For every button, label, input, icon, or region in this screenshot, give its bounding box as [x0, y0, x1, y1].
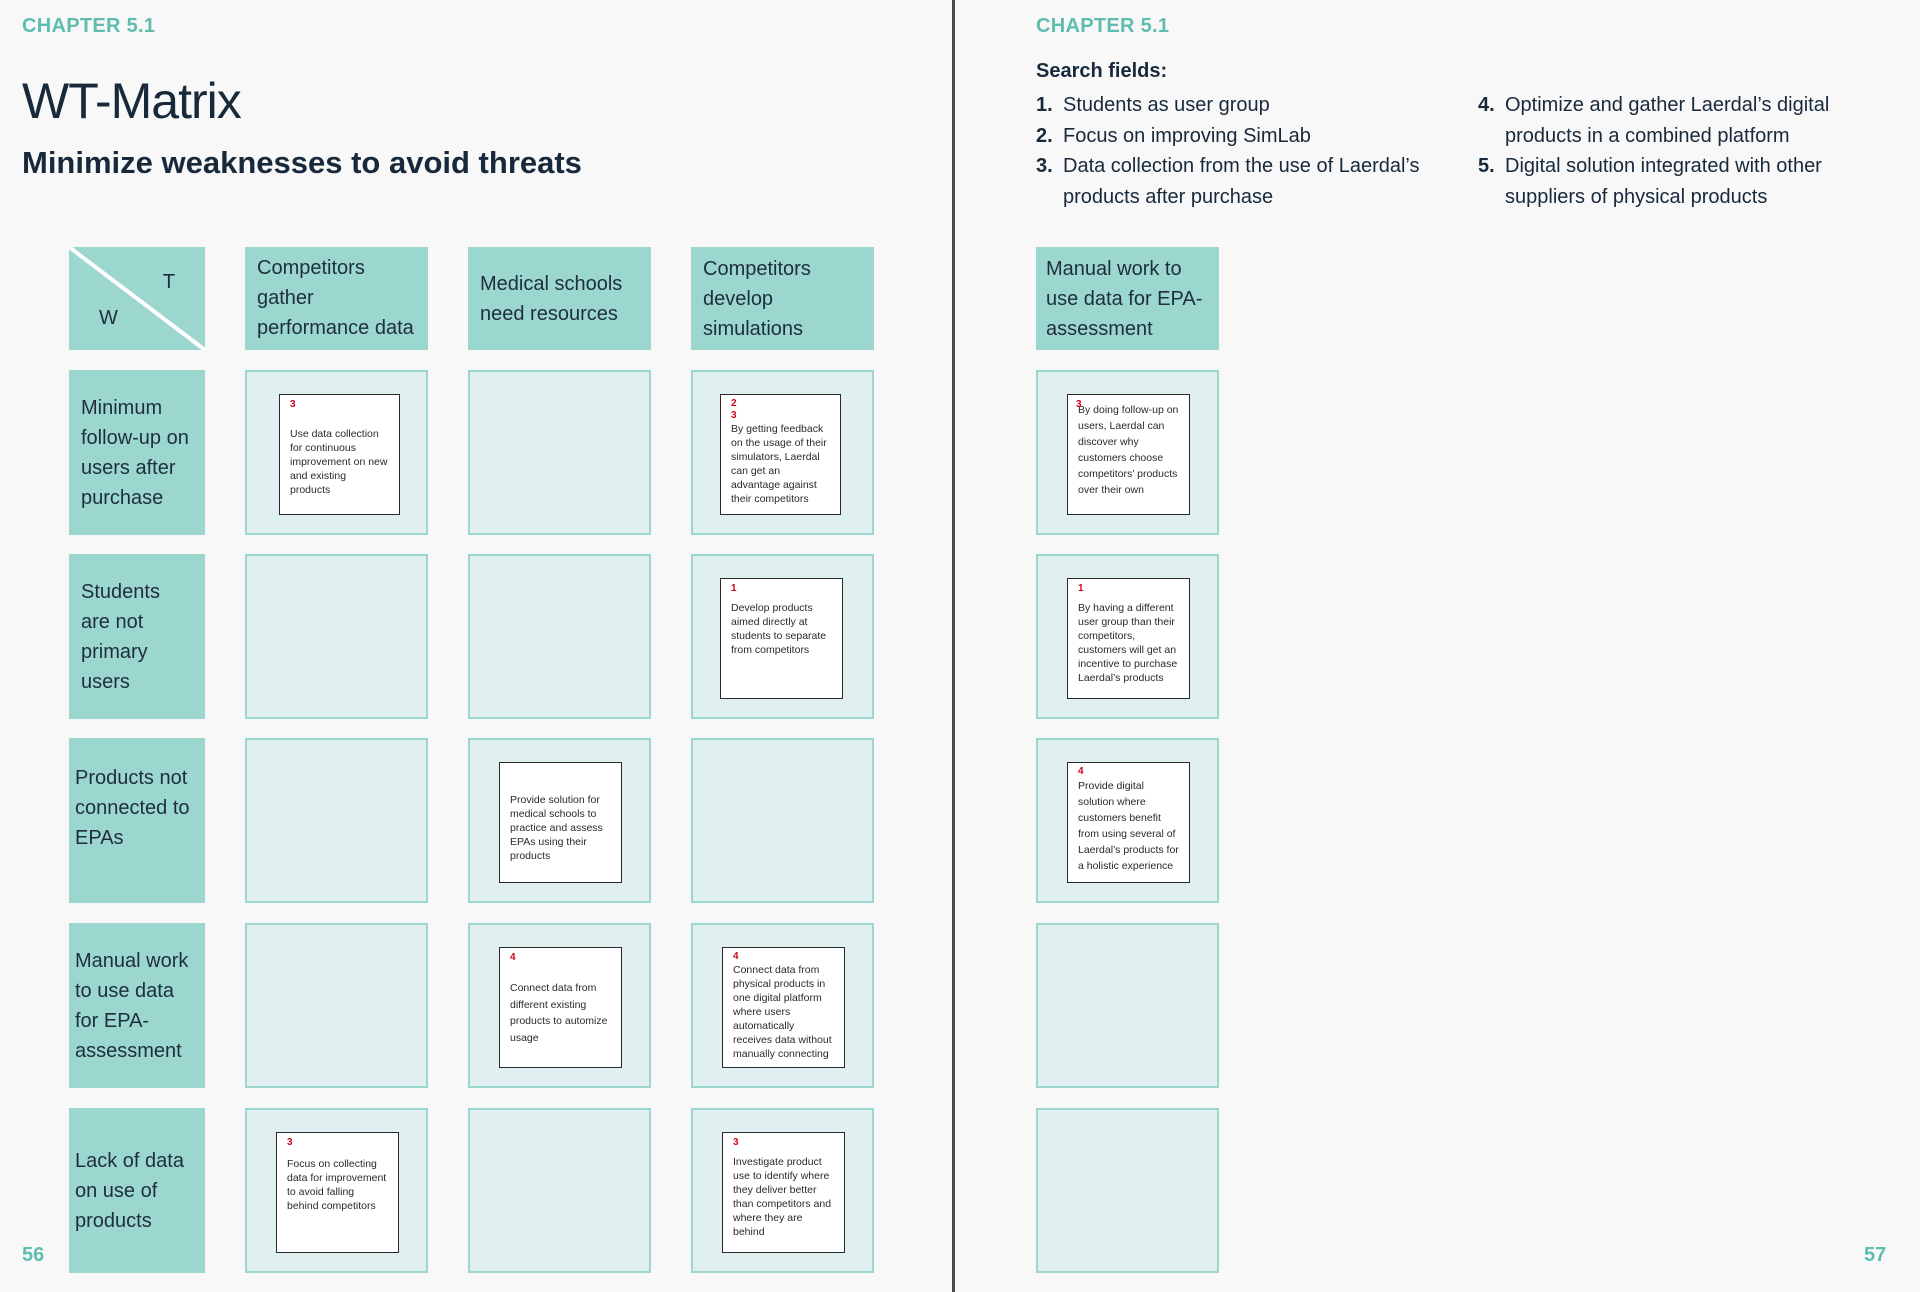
weaknesses-axis-label: W	[99, 307, 118, 329]
note-text: Connect data from physical products in o…	[733, 964, 832, 1060]
note-text: By getting feedback on the usage of thei…	[731, 423, 827, 505]
strategy-note: 2 3 By getting feedback on the usage of …	[720, 394, 841, 515]
weakness-header: Manual work to use data for EPA-assessme…	[69, 923, 205, 1088]
search-field-number: 4	[510, 952, 516, 963]
strategy-note: 3 Use data collection for continuous imp…	[279, 394, 400, 515]
strategy-note: 4 Provide digital solution where custome…	[1067, 762, 1190, 883]
search-field-number: 2 3	[731, 398, 737, 421]
search-field-number: 4	[1078, 766, 1084, 777]
search-fields-list: 4.Optimize and gather Laerdal’s digital …	[1478, 90, 1878, 212]
matrix-cell: 1 By having a different user group than …	[1036, 554, 1219, 719]
search-field-item: 2.Focus on improving SimLab	[1036, 124, 1311, 147]
strategy-note: 3 Focus on collecting data for improveme…	[276, 1132, 399, 1253]
search-field-number: 1	[731, 583, 737, 594]
matrix-cell: 3 Use data collection for continuous imp…	[245, 370, 428, 535]
matrix-cell	[245, 554, 428, 719]
strategy-note: Provide solution for medical schools to …	[499, 762, 622, 883]
matrix-cell: 4 Connect data from different existing p…	[468, 923, 651, 1088]
note-text: Use data collection for continuous impro…	[290, 428, 388, 496]
search-field-item: 4.Optimize and gather Laerdal’s digital …	[1478, 94, 1830, 147]
note-text: Provide digital solution where customers…	[1078, 780, 1179, 872]
weakness-header: Students are not primary users	[69, 554, 205, 719]
search-field-item: 5.Digital solution integrated with other…	[1478, 155, 1822, 208]
page-number: 57	[1864, 1244, 1887, 1266]
matrix-corner-cell: T W	[69, 247, 205, 350]
strategy-note: 1 Develop products aimed directly at stu…	[720, 578, 843, 699]
right-page: CHAPTER 5.1 Search fields: 1.Students as…	[956, 0, 1920, 1292]
matrix-cell	[245, 738, 428, 903]
matrix-cell	[691, 738, 874, 903]
search-field-item: 3.Data collection from the use of Laerda…	[1036, 155, 1420, 208]
note-text: Develop products aimed directly at stude…	[731, 602, 827, 656]
book-spine	[952, 0, 955, 1292]
threat-header: Manual work to use data for EPA-assessme…	[1036, 247, 1219, 350]
search-field-number: 1	[1078, 583, 1084, 594]
matrix-cell: Provide solution for medical schools to …	[468, 738, 651, 903]
left-page: CHAPTER 5.1 WT-Matrix Minimize weaknesse…	[0, 0, 952, 1292]
strategy-note: 4 Connect data from physical products in…	[722, 947, 845, 1068]
matrix-cell: 4 Connect data from physical products in…	[691, 923, 874, 1088]
note-text: Provide solution for medical schools to …	[510, 794, 603, 862]
search-field-number: 4	[733, 951, 739, 962]
page-number: 56	[22, 1244, 45, 1266]
matrix-cell	[1036, 1108, 1219, 1273]
weakness-header: Minimum follow-up on users after purchas…	[69, 370, 205, 535]
search-field-item: 1.Students as user group	[1036, 94, 1270, 116]
matrix-cell: 3 Investigate product use to identify wh…	[691, 1108, 874, 1273]
search-field-number: 3	[1076, 399, 1082, 410]
search-field-number: 3	[287, 1137, 293, 1148]
search-field-number: 3	[290, 399, 296, 410]
page-subtitle: Minimize weaknesses to avoid threats	[22, 145, 582, 180]
matrix-cell	[245, 923, 428, 1088]
threat-header: Medical schools need resources	[468, 247, 651, 350]
matrix-cell	[1036, 923, 1219, 1088]
search-field-number: 3	[733, 1137, 739, 1148]
matrix-cell: 4 Provide digital solution where custome…	[1036, 738, 1219, 903]
note-text: Connect data from different existing pro…	[510, 982, 608, 1044]
matrix-cell: 1 Develop products aimed directly at stu…	[691, 554, 874, 719]
matrix-cell	[468, 370, 651, 535]
page-title: WT-Matrix	[22, 73, 242, 129]
strategy-note: 3 Investigate product use to identify wh…	[722, 1132, 845, 1253]
matrix-cell	[468, 554, 651, 719]
note-text: Focus on collecting data for improvement…	[287, 1158, 387, 1212]
search-fields-list: 1.Students as user group 2.Focus on impr…	[1036, 90, 1436, 212]
threat-header: Competitors gather performance data	[245, 247, 428, 350]
chapter-label: CHAPTER 5.1	[1036, 15, 1170, 37]
strategy-note: 4 Connect data from different existing p…	[499, 947, 622, 1068]
chapter-label: CHAPTER 5.1	[22, 15, 156, 37]
strategy-note: 3 By doing follow-up on users, Laerdal c…	[1067, 394, 1190, 515]
threat-header: Competitors develop simulations	[691, 247, 874, 350]
matrix-cell: 2 3 By getting feedback on the usage of …	[691, 370, 874, 535]
matrix-cell	[468, 1108, 651, 1273]
weakness-header: Lack of data on use of products	[69, 1108, 205, 1273]
note-text: By doing follow-up on users, Laerdal can…	[1078, 404, 1179, 496]
note-text: Investigate product use to identify wher…	[733, 1156, 832, 1238]
threats-axis-label: T	[162, 271, 175, 293]
matrix-cell: 3 Focus on collecting data for improveme…	[245, 1108, 428, 1273]
diagonal-line	[69, 247, 205, 350]
strategy-note: 1 By having a different user group than …	[1067, 578, 1190, 699]
weakness-header: Products not connected to EPAs	[69, 738, 205, 903]
search-fields-title: Search fields:	[1036, 60, 1168, 82]
matrix-cell: 3 By doing follow-up on users, Laerdal c…	[1036, 370, 1219, 535]
note-text: By having a different user group than th…	[1078, 602, 1178, 684]
